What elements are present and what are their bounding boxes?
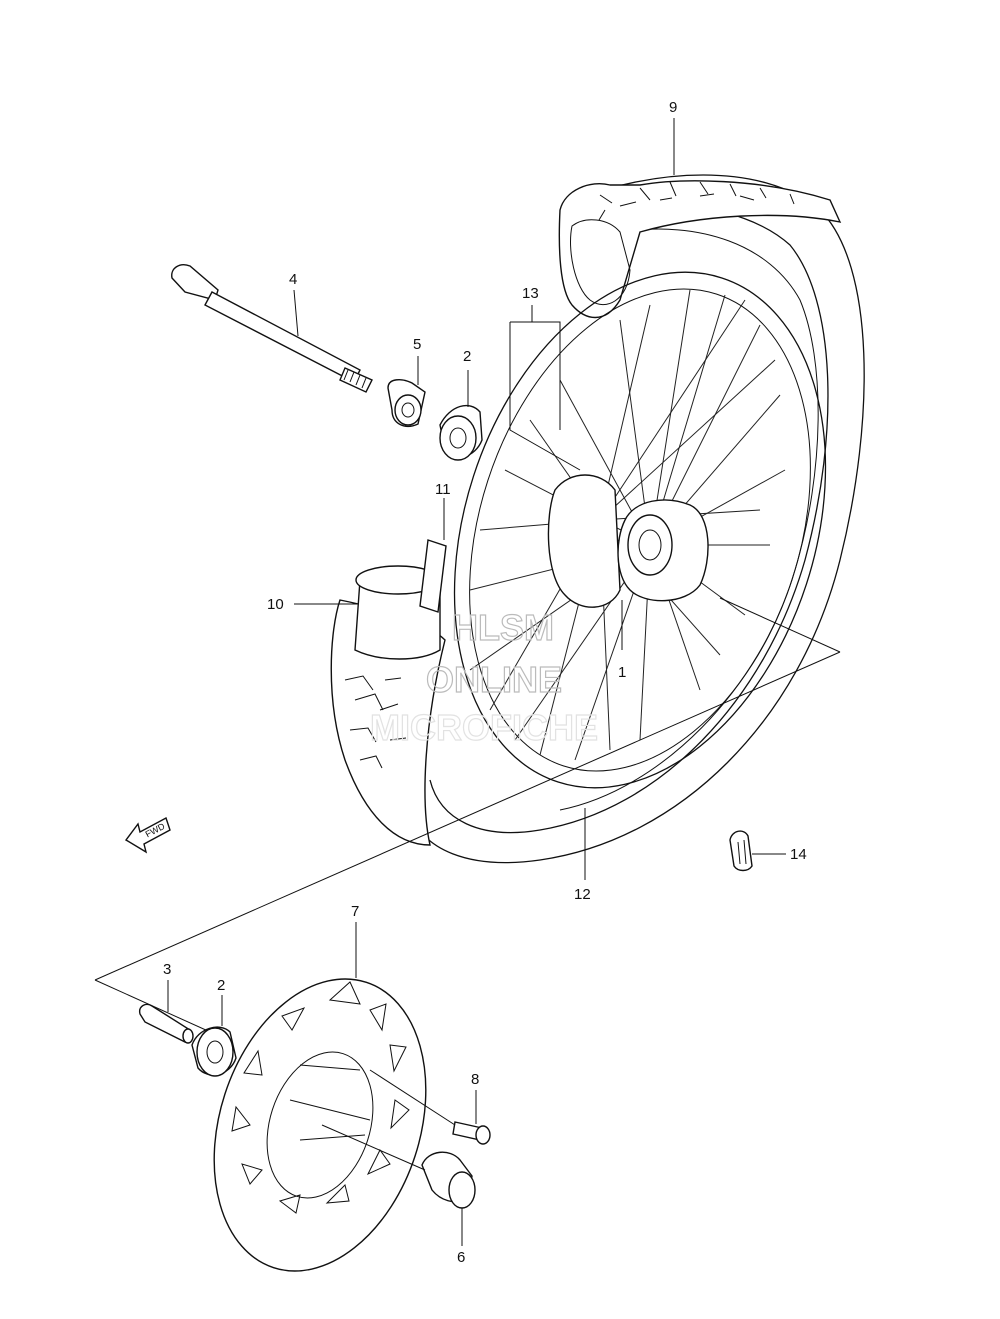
callout-8: 8	[471, 1071, 479, 1088]
valve-stem	[419, 539, 447, 613]
watermark-line-2: ONLINE	[426, 659, 562, 700]
callout-13: 13	[522, 285, 539, 302]
leader-lines	[167, 118, 786, 1246]
disc-bolt	[369, 1069, 491, 1145]
brake-disc	[213, 978, 427, 1272]
axle-spacer	[387, 379, 426, 428]
callout-11: 11	[435, 481, 451, 498]
rim	[453, 271, 827, 789]
fwd-arrow: FWD	[124, 816, 171, 854]
callout-4: 4	[289, 271, 297, 288]
bearing-lower	[191, 1026, 237, 1077]
callout-5: 5	[413, 336, 421, 353]
watermark: HLSM ONLINE MICROFICHE	[369, 606, 598, 748]
callout-9: 9	[669, 99, 677, 116]
front-axle	[171, 264, 373, 393]
watermark-line-1: HLSM	[452, 607, 554, 648]
bearing-upper	[439, 404, 483, 461]
distance-collar	[138, 1003, 194, 1044]
callout-1: 1	[618, 664, 626, 681]
hub	[547, 474, 709, 608]
watermark-line-3: MICROFICHE	[370, 707, 598, 748]
callout-3: 3	[163, 961, 171, 978]
tube	[354, 565, 441, 660]
tire	[330, 174, 865, 864]
wheel-spacer	[321, 1124, 476, 1209]
callout-14: 14	[790, 846, 807, 863]
callout-2-lower: 2	[217, 977, 225, 994]
callout-7: 7	[351, 903, 359, 920]
callout-2-upper: 2	[463, 348, 471, 365]
callout-6: 6	[457, 1249, 465, 1266]
valve-cap	[729, 830, 753, 872]
callout-12: 12	[574, 886, 591, 903]
callout-10: 10	[267, 596, 284, 613]
